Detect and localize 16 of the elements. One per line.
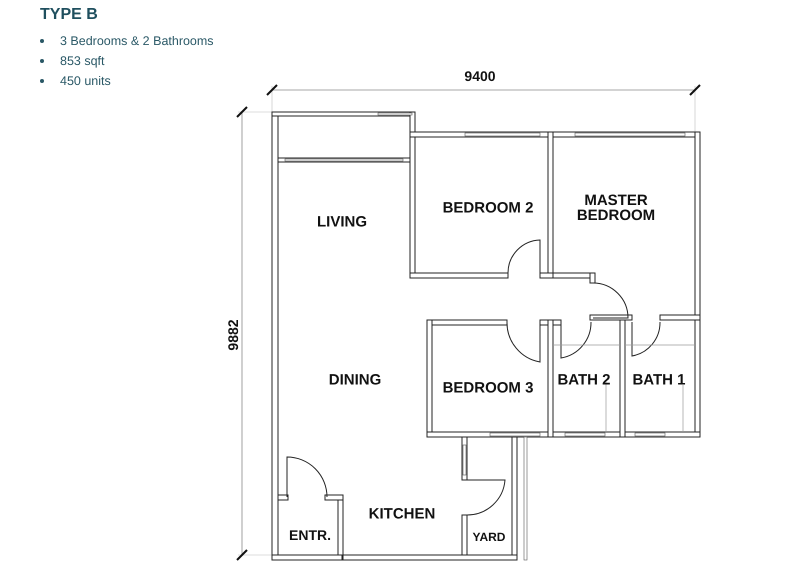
spec-text: 853 sqft xyxy=(60,54,104,68)
room-label: BATH 2 xyxy=(556,372,612,388)
room-label: KITCHEN xyxy=(368,506,436,522)
spec-text: 3 Bedrooms & 2 Bathrooms xyxy=(60,34,214,48)
room-label: DINING xyxy=(328,372,382,388)
room-label: ENTR. xyxy=(288,528,332,542)
room-label: LIVING xyxy=(316,214,368,230)
dimension-label: 9882 xyxy=(226,318,240,353)
room-label: BEDROOM 3 xyxy=(442,380,534,396)
plan-title: TYPE B xyxy=(40,6,98,24)
room-label: YARD xyxy=(472,531,506,543)
room-label: BEDROOM 2 xyxy=(442,200,534,216)
room-label: BATH 1 xyxy=(631,372,687,388)
dimension-label: 9400 xyxy=(463,69,497,83)
room-label: MASTER BEDROOM xyxy=(576,193,656,223)
spec-text: 450 units xyxy=(60,74,111,88)
